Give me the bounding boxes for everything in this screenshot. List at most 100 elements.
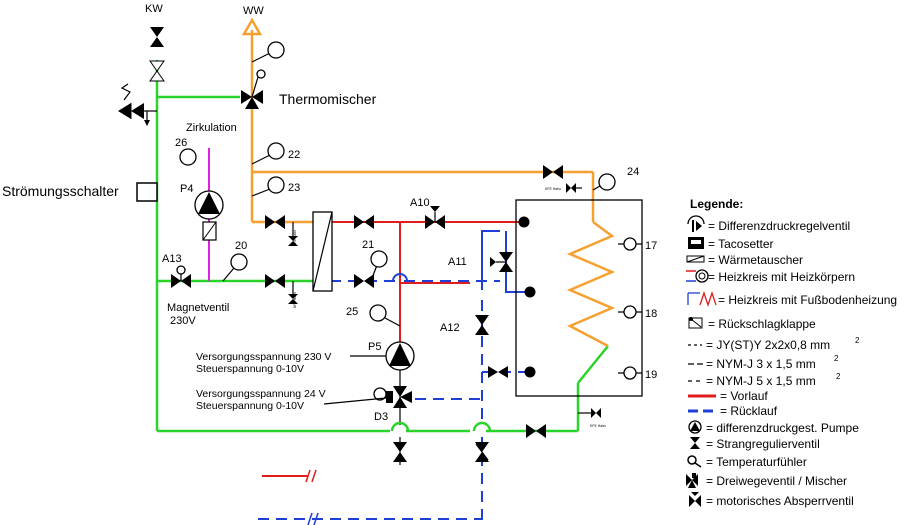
shutoff-valve: [354, 215, 374, 229]
label-20: 20: [235, 240, 247, 252]
crossing-hump: [390, 421, 410, 432]
legend-superscript: 2: [834, 354, 839, 363]
heat-exchanger: [312, 211, 333, 292]
legend-item: = Rücklauf: [720, 404, 778, 418]
crossing-hump: [472, 421, 492, 432]
legend-item: = Vorlauf: [720, 389, 768, 403]
mixer-d3: [386, 386, 412, 408]
label-p5: P5: [368, 341, 381, 353]
label-steuer2: Steuerspannung 0-10V: [196, 400, 304, 412]
label-d3: D3: [374, 411, 388, 423]
storage-tank: [515, 199, 643, 397]
ww-outlet-arrow: [241, 17, 263, 36]
tank-connection: [524, 366, 536, 378]
label-21: 21: [362, 239, 374, 251]
sensor-17: [618, 237, 642, 251]
legend-labels: = Differenzdruckregelventil = Tacosetter…: [706, 219, 897, 508]
sensor-25: [369, 304, 401, 327]
label-25: 25: [346, 306, 358, 318]
label-kw: KW: [145, 3, 163, 15]
balancing-valve: [475, 442, 489, 462]
label-kfe: KFE Hahn: [545, 187, 561, 191]
legend-item: = motorisches Absperrventil: [706, 494, 854, 508]
pipe-break-marks: [305, 469, 319, 525]
flow-switch: [136, 182, 158, 202]
label-kfe: KFE Hahn: [590, 424, 606, 428]
shutoff-valve: [265, 274, 285, 288]
label-230v: 230V: [170, 315, 196, 327]
legend-item: = Heizkreis mit Fußbodenheizung: [718, 293, 897, 307]
sensor-22: [251, 142, 285, 165]
sensor-20: [222, 253, 248, 282]
label-19: 19: [645, 369, 657, 381]
sensor-d3: [373, 387, 387, 401]
legend-item: = Tacosetter: [708, 237, 773, 251]
legend-item: = Differenzdruckregelventil: [708, 219, 850, 233]
sensor-18: [618, 305, 642, 319]
valve-a13: [171, 265, 191, 288]
sensor-26: [179, 148, 197, 166]
sensor-23: [251, 176, 285, 197]
label-magnetventil: Magnetventil: [167, 302, 229, 314]
label-thermomischer: Thermomischer: [279, 91, 377, 107]
kw-shutoff-valve: [150, 27, 164, 47]
kfe-drain-tap: [288, 222, 298, 246]
sensor-19: [618, 366, 642, 380]
label-kfe: KFE Hahn: [293, 230, 297, 246]
legend-title: Legende:: [690, 197, 743, 211]
tank-connection: [524, 286, 536, 298]
label-26: 26: [175, 137, 187, 149]
legend-item: = Strangregulierventil: [706, 437, 820, 451]
pump-p5: [350, 341, 415, 371]
label-a12: A12: [440, 322, 460, 334]
kfe-drain-tap: [578, 408, 601, 418]
label-23: 23: [288, 182, 300, 194]
label-zirkulation: Zirkulation: [186, 122, 237, 134]
label-a10: A10: [410, 197, 430, 209]
label-vs24: Versorgungsspannung 24 V: [196, 388, 326, 400]
valve-a12: [475, 315, 489, 335]
leader-line: [323, 397, 387, 405]
sensor-24: [592, 173, 616, 191]
label-17: 17: [645, 240, 657, 252]
shutoff-valve: [526, 424, 546, 438]
label-a13: A13: [162, 253, 182, 265]
label-p4: P4: [180, 183, 193, 195]
legend-item: = differenzdruckgest. Pumpe: [706, 421, 859, 435]
label-kfe: KFE Hahn: [293, 292, 297, 308]
legend-item: = Rückschlagklappe: [708, 317, 816, 331]
sensor-21: [370, 250, 388, 282]
shutoff-valve: [393, 442, 407, 462]
legend-item: = Heizkreis mit Heizkörpern: [708, 270, 855, 284]
legend-item: = Dreiwegeventil / Mischer: [706, 474, 847, 488]
label-stroemungsschalter: Strömungsschalter: [2, 183, 119, 199]
label-a11: A11: [448, 256, 467, 268]
kw-check-valve: [149, 60, 165, 82]
shutoff-valve: [265, 215, 285, 229]
legend-item: = NYM-J 3 x 1,5 mm: [706, 357, 816, 371]
label-24: 24: [627, 166, 639, 178]
shutoff-valve: [543, 165, 563, 179]
label-vs230: Versorgungsspannung 230 V: [196, 351, 331, 363]
label-22: 22: [288, 149, 300, 161]
label-18: 18: [645, 308, 657, 320]
kfe-drain-tap: [288, 281, 298, 304]
cold-water-pipes: [155, 60, 609, 433]
ww-sensor: [251, 41, 285, 63]
label-steuer1: Steuerspannung 0-10V: [196, 363, 304, 375]
legend-item: = JY(ST)Y 2x2x0,8 mm: [706, 338, 830, 352]
legend-superscript: 2: [855, 336, 860, 345]
tank-connection: [518, 216, 530, 228]
legend-item: = Temperaturfühler: [706, 455, 807, 469]
label-ww: WW: [243, 5, 264, 17]
legend-item: = NYM-J 5 x 1,5 mm: [706, 374, 816, 388]
legend-superscript: 2: [836, 372, 841, 381]
legend-symbols: [686, 215, 717, 507]
check-valve: [488, 366, 508, 378]
safety-valve: [118, 83, 157, 126]
valve-a10: [425, 206, 445, 229]
legend-item: = Wärmetauscher: [708, 253, 803, 267]
crossing-hump: [392, 273, 408, 282]
thermomixer-valve: [241, 69, 266, 109]
